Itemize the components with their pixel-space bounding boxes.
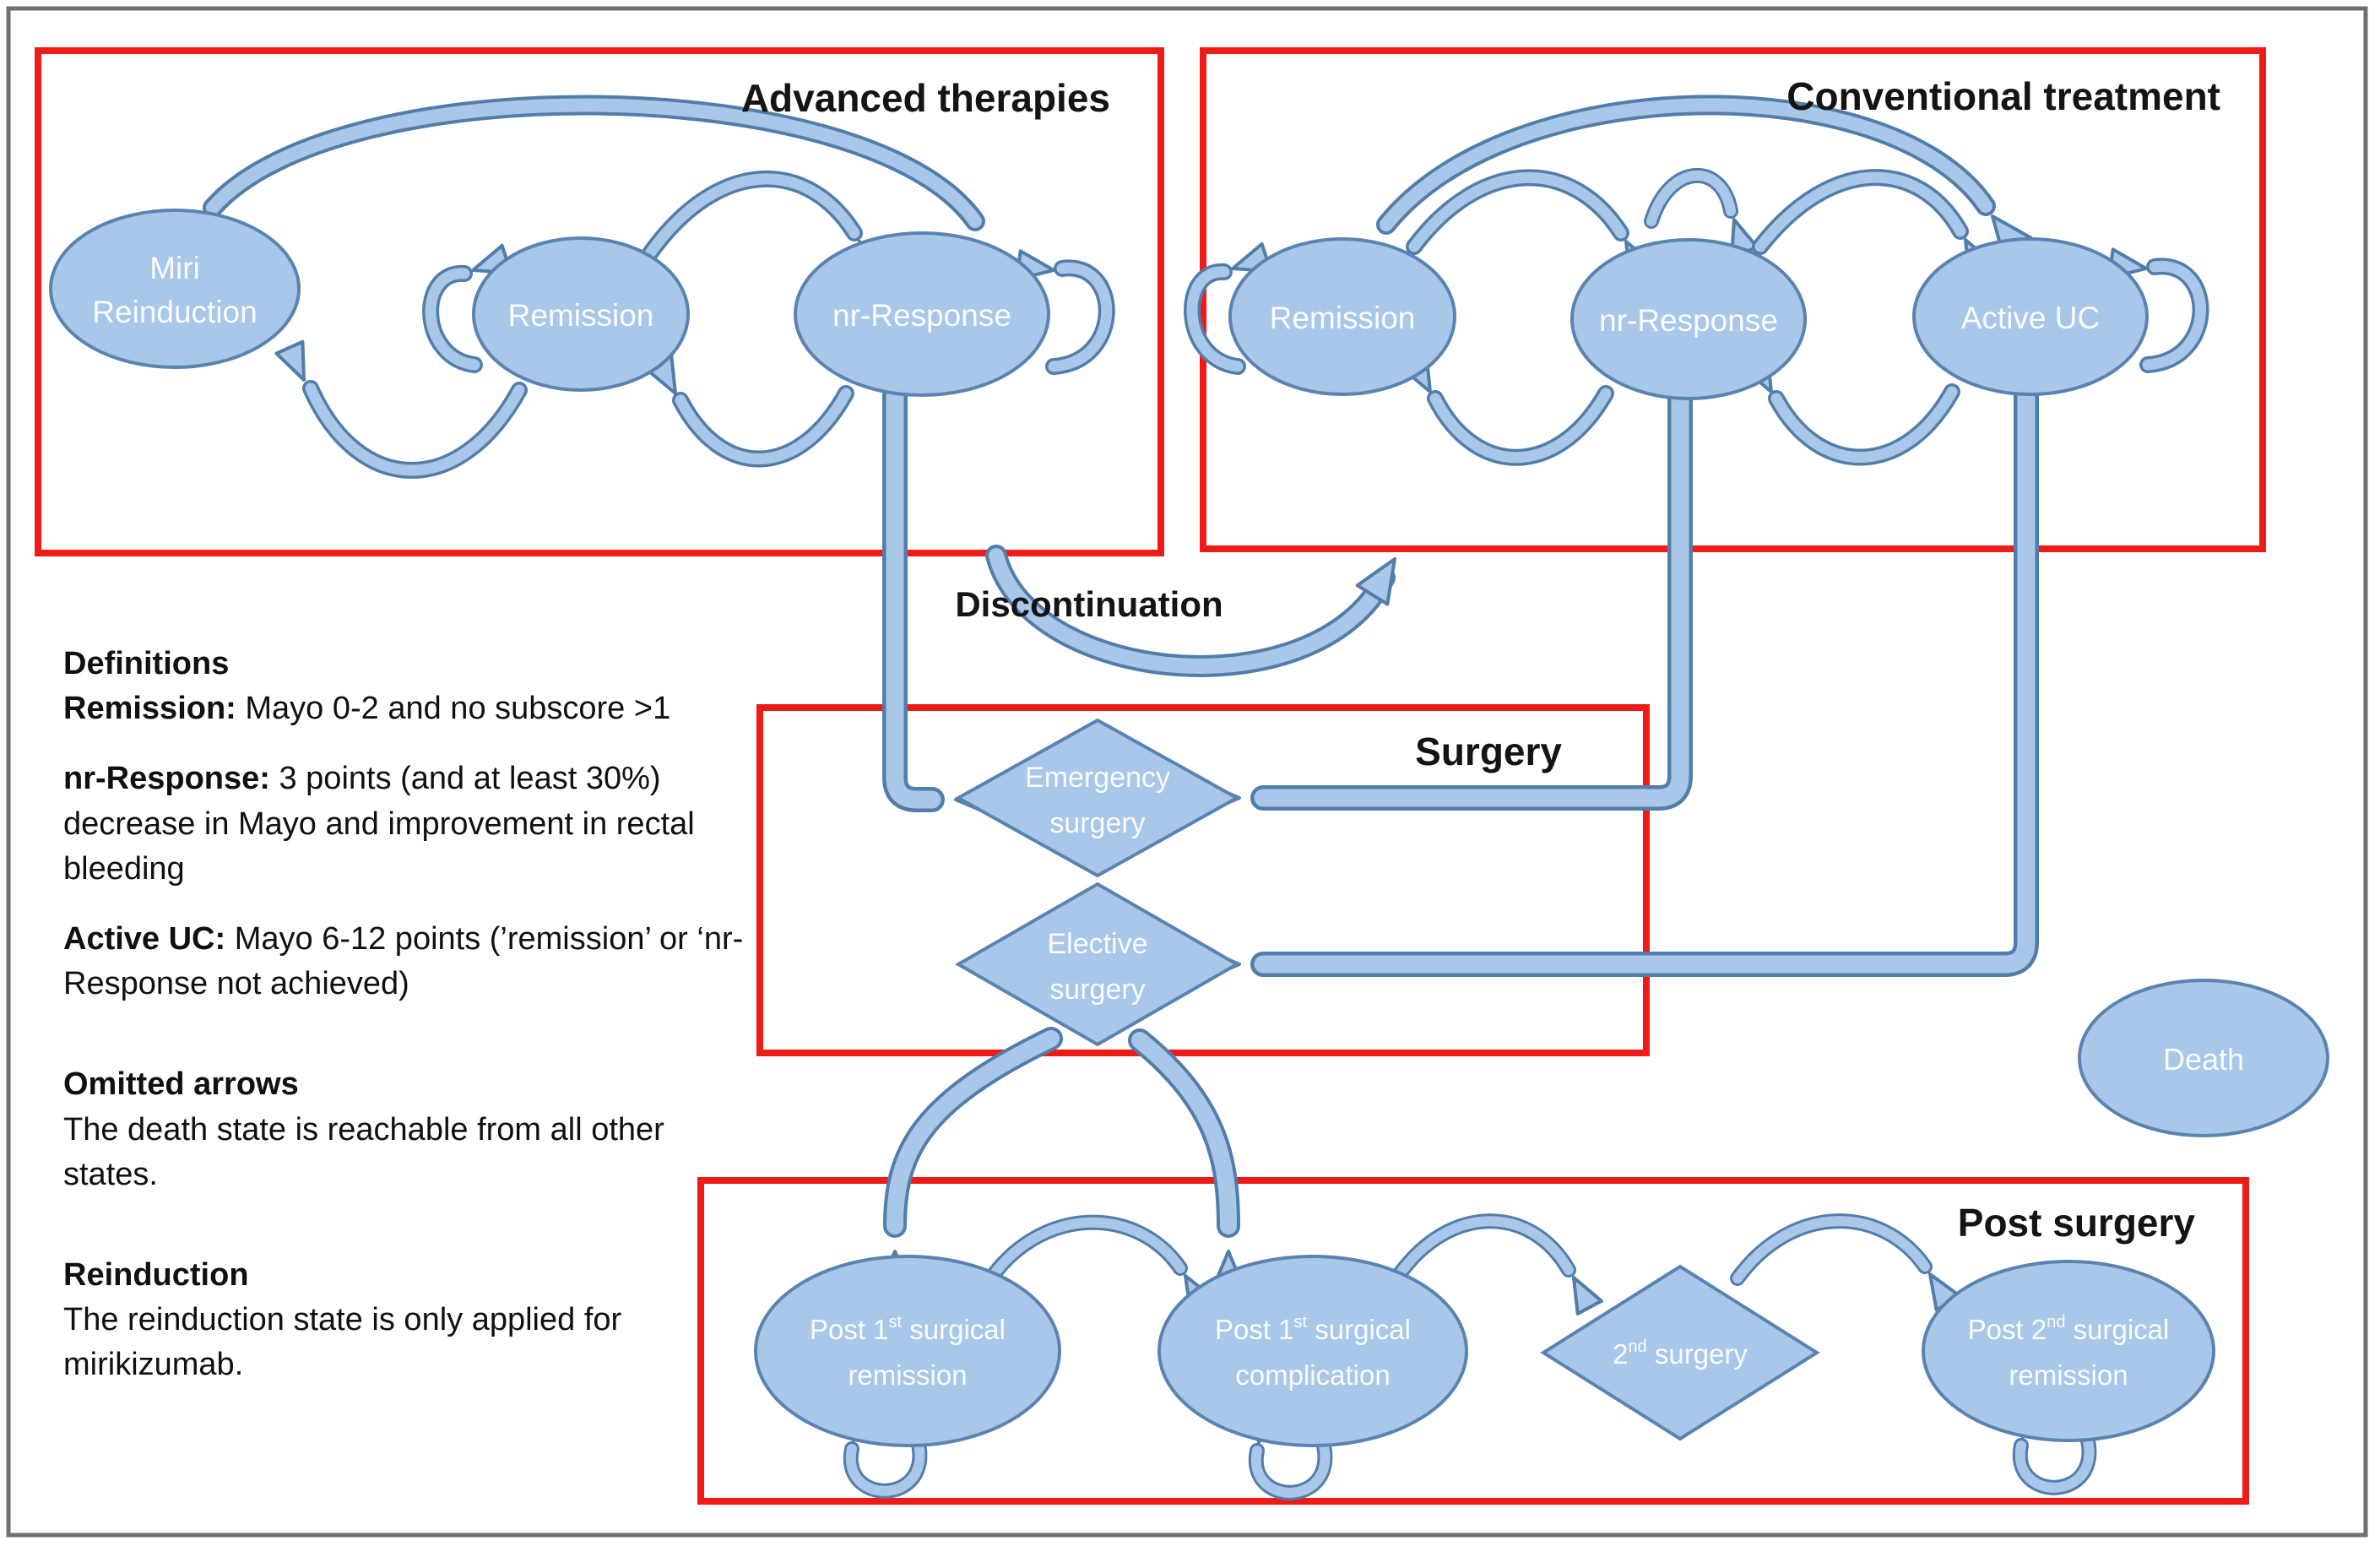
nr-response-term: nr-Response: (63, 761, 270, 797)
reinduction-text: The reinduction state is only applied fo… (63, 1302, 622, 1383)
post-surgery-box (697, 1177, 2249, 1505)
figure-border (6, 6, 2368, 1538)
2nd-surgery-label: 2nd surgery (1613, 1337, 1748, 1370)
arrow-advnr-to-advremission-bottomarc (644, 353, 854, 468)
post1-complication-label-line1: Post 1st surgical (1215, 1313, 1411, 1345)
active-uc-label: Active UC (1961, 301, 2100, 335)
post-surgery-title: Post surgery (1958, 1201, 2196, 1245)
state-post1-remission (754, 1255, 1061, 1447)
death-label: Death (2163, 1042, 2244, 1077)
post1-complication-label-line2: complication (1235, 1359, 1390, 1391)
elective-label-line1: Elective (1047, 928, 1147, 960)
state-adv-remission (472, 236, 690, 392)
state-emergency-surgery (954, 718, 1241, 878)
remission-text: Mayo 0-2 and no subscore >1 (236, 691, 671, 727)
discontinuation-label: Discontinuation (955, 584, 1223, 624)
state-elective-surgery (954, 882, 1241, 1047)
state-death (2078, 979, 2329, 1137)
miri-label-line1: Miri (149, 251, 200, 285)
connector-activeuc-to-elective (1192, 382, 2039, 985)
state-conv-nr-response (1570, 238, 1807, 400)
emergency-label-line1: Emergency (1025, 762, 1170, 794)
arrow-advnr-selfloop (1015, 249, 1115, 375)
arrow-post1comp-to-2ndsurgery (1391, 1213, 1603, 1316)
post1-remission-label-line2: remission (848, 1359, 967, 1391)
reinduction-title: Reinduction (63, 1256, 249, 1293)
arrow-2ndsurgery-to-post2rem (1730, 1213, 1961, 1312)
state-miri-reinduction (49, 209, 301, 369)
advanced-therapies-box (35, 47, 1164, 556)
nr-response-definition: nr-Response: 3 points (and at least 30%)… (63, 757, 764, 892)
adv-nr-response-label: nr-Response (832, 298, 1011, 333)
state-active-uc (1912, 237, 2149, 396)
conv-nr-response-label: nr-Response (1599, 303, 1778, 338)
discontinuation-arrow (985, 545, 1396, 677)
active-uc-definition: Active UC: Mayo 6-12 points (’remission’… (63, 917, 764, 1006)
omitted-arrows-title: Omitted arrows (63, 1066, 299, 1103)
nr-response-text: 3 points (and at least 30%) decrease in … (63, 761, 695, 887)
post2-remission-label-line1: Post 2nd surgical (1968, 1313, 2170, 1345)
surgery-box (756, 704, 1650, 1056)
arrow-advremission-to-miri-bottomarc (274, 339, 528, 479)
arrow-convnr-to-convremission-bottomarc (1399, 351, 1614, 466)
surgery-title: Surgery (1415, 730, 1562, 773)
advanced-therapies-title: Advanced therapies (741, 76, 1110, 120)
state-conv-remission (1228, 237, 1456, 396)
elective-label-line2: surgery (1049, 974, 1145, 1006)
conv-remission-label: Remission (1270, 301, 1416, 335)
conventional-treatment-box (1200, 47, 2266, 552)
notes-panel: Definitions Remission: Mayo 0-2 and no s… (63, 642, 764, 1387)
remission-definition: Remission: Mayo 0-2 and no subscore >1 (63, 686, 764, 731)
miri-label-line2: Reinduction (92, 295, 257, 329)
state-adv-nr-response (794, 231, 1050, 397)
post2-remission-label-line2: remission (2009, 1359, 2128, 1391)
remission-term: Remission: (63, 691, 236, 727)
connector-elective-to-post1complication (1128, 1028, 1248, 1295)
state-2nd-surgery (1540, 1264, 1820, 1441)
conventional-treatment-title: Conventional treatment (1786, 74, 2220, 118)
post1-remission-label-line1: Post 1st surgical (810, 1313, 1006, 1345)
omitted-arrows-text: The death state is reachable from all ot… (63, 1111, 664, 1192)
adv-remission-label: Remission (508, 298, 654, 333)
state-post1-complication (1157, 1255, 1468, 1447)
definitions-title: Definitions (63, 646, 230, 681)
active-uc-text: Mayo 6-12 points (’remission’ or ‘nr-Res… (63, 920, 744, 1002)
active-uc-term: Active UC: (63, 920, 226, 957)
state-post2-remission (1922, 1260, 2215, 1442)
emergency-label-line2: surgery (1049, 807, 1145, 839)
